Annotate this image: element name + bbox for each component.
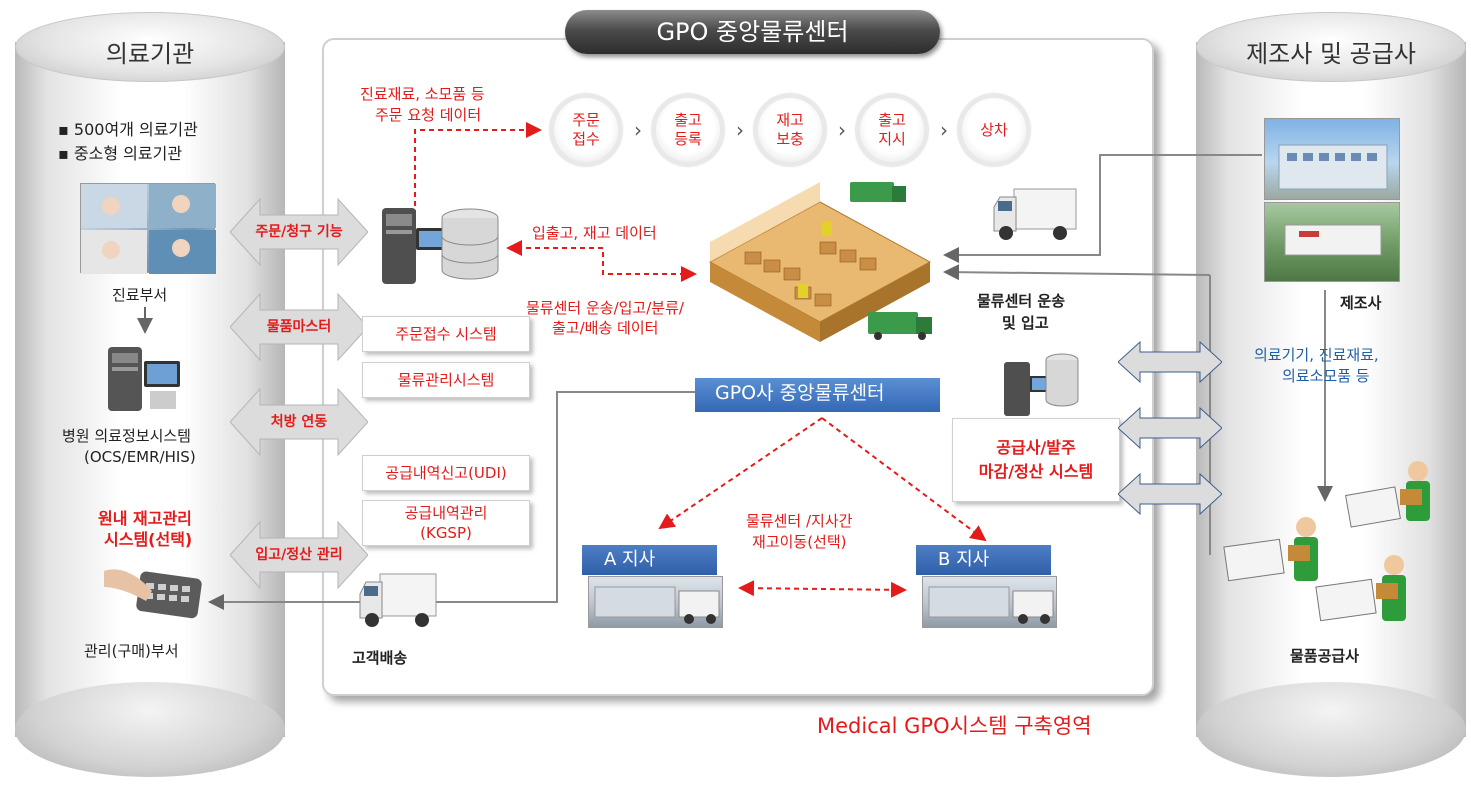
receiving-label: 입고/정산 관리 [255, 547, 343, 563]
supplier-link-arrows [1118, 340, 1222, 516]
branch-b-building [922, 576, 1057, 628]
branch-a-banner: A 지사 [582, 545, 717, 575]
transfer-text-1: 물류센터 /지사간 [746, 512, 853, 530]
item-master-arrow: 물품마스터 [229, 292, 369, 362]
center-data-text-1: 물류센터 운송/입고/분류/ [526, 299, 684, 317]
chevron-right-icon: › [736, 118, 744, 142]
truck-icon [990, 185, 1080, 245]
stock-system-title-2: 시스템(선택) [104, 530, 193, 549]
delivery-truck-icon [358, 570, 440, 632]
calculator-hand-icon [100, 557, 208, 625]
udi-system: 공급내역신고(UDI) [362, 455, 530, 491]
warehouse-icon [700, 172, 940, 372]
his-label: 병원 의료정보시스템 [62, 427, 191, 445]
factory-photo-1 [1264, 118, 1400, 200]
factory-photo-2 [1264, 202, 1400, 282]
step-stock-replenish: 재고 보충 [754, 94, 826, 166]
cylinder-medical-institutions: 의료기관 [15, 12, 285, 777]
chevron-right-icon: › [634, 118, 642, 142]
order-billing-arrow: 주문/청구 기능 [229, 197, 369, 267]
his-server-icon [104, 343, 184, 415]
supplier-server-icon [1002, 350, 1082, 418]
item-master-label: 물품마스터 [266, 319, 332, 335]
step-order-receipt: 주문 접수 [550, 94, 622, 166]
supplier-settlement-system: 공급사/발주 마감/정산 시스템 [952, 418, 1120, 502]
bullet-small-institutions: ▪ 중소형 의료기관 [58, 144, 183, 163]
institution-bullets: ▪ 500여개 의료기관 ▪ 중소형 의료기관 [58, 118, 198, 166]
dept-label: 진료부서 [112, 286, 168, 304]
build-scope-label: Medical GPO시스템 구축영역 [817, 714, 1092, 738]
branch-b-banner: B 지사 [916, 545, 1051, 575]
doctors-icon [81, 184, 216, 274]
his-sub-label: (OCS/EMR/HIS) [84, 448, 196, 466]
medical-institutions-title: 의료기관 [105, 40, 195, 68]
center-data-text-2: 출고/배송 데이터 [552, 319, 659, 337]
chevron-right-icon: › [940, 118, 948, 142]
medical-staff-photo [80, 183, 216, 274]
step-loading: 상차 [958, 94, 1030, 166]
manufacturers-title: 제조사 및 공급사 [1246, 40, 1416, 68]
receiving-arrow: 입고/정산 관리 [229, 520, 369, 590]
inout-data-text: 입출고, 재고 데이터 [532, 224, 657, 242]
transfer-text-2: 재고이동(선택) [752, 533, 847, 551]
branch-a-building [588, 576, 723, 628]
maker-label: 제조사 [1340, 294, 1382, 312]
order-intake-system: 주문접수 시스템 [362, 316, 530, 352]
step-release-order: 출고 지시 [856, 94, 928, 166]
logistics-system: 물류관리시스템 [362, 362, 530, 398]
items-text-2: 의료소모품 등 [1282, 367, 1370, 385]
page-title: GPO 중앙물류센터 [565, 10, 940, 54]
kgsp-system: 공급내역관리 (KGSP) [362, 500, 530, 546]
purchase-dept-label: 관리(구매)부서 [84, 642, 179, 660]
transport-label-2: 및 입고 [1002, 314, 1049, 332]
server-database-icon [378, 200, 503, 290]
customer-delivery-label: 고객배송 [352, 649, 408, 667]
chevron-right-icon: › [838, 118, 846, 142]
delivery-workers-icon [1218, 455, 1453, 640]
items-text-1: 의료기기, 진료재료, [1254, 346, 1379, 364]
step-release-register: 출고 등록 [652, 94, 724, 166]
order-request-text-1: 진료재료, 소모품 등 [360, 85, 485, 103]
order-request-text-2: 주문 요청 데이터 [375, 106, 482, 124]
bullet-institutions: ▪ 500여개 의료기관 [58, 120, 198, 139]
prescription-arrow: 처방 연동 [229, 387, 369, 457]
supplier-label: 물품공급사 [1290, 647, 1360, 665]
order-billing-label: 주문/청구 기능 [255, 224, 343, 240]
center-banner: GPO사 중앙물류센터 [695, 378, 940, 412]
stock-system-title-1: 원내 재고관리 [98, 509, 192, 528]
prescription-label: 처방 연동 [270, 414, 328, 430]
transport-label-1: 물류센터 운송 [977, 292, 1066, 310]
